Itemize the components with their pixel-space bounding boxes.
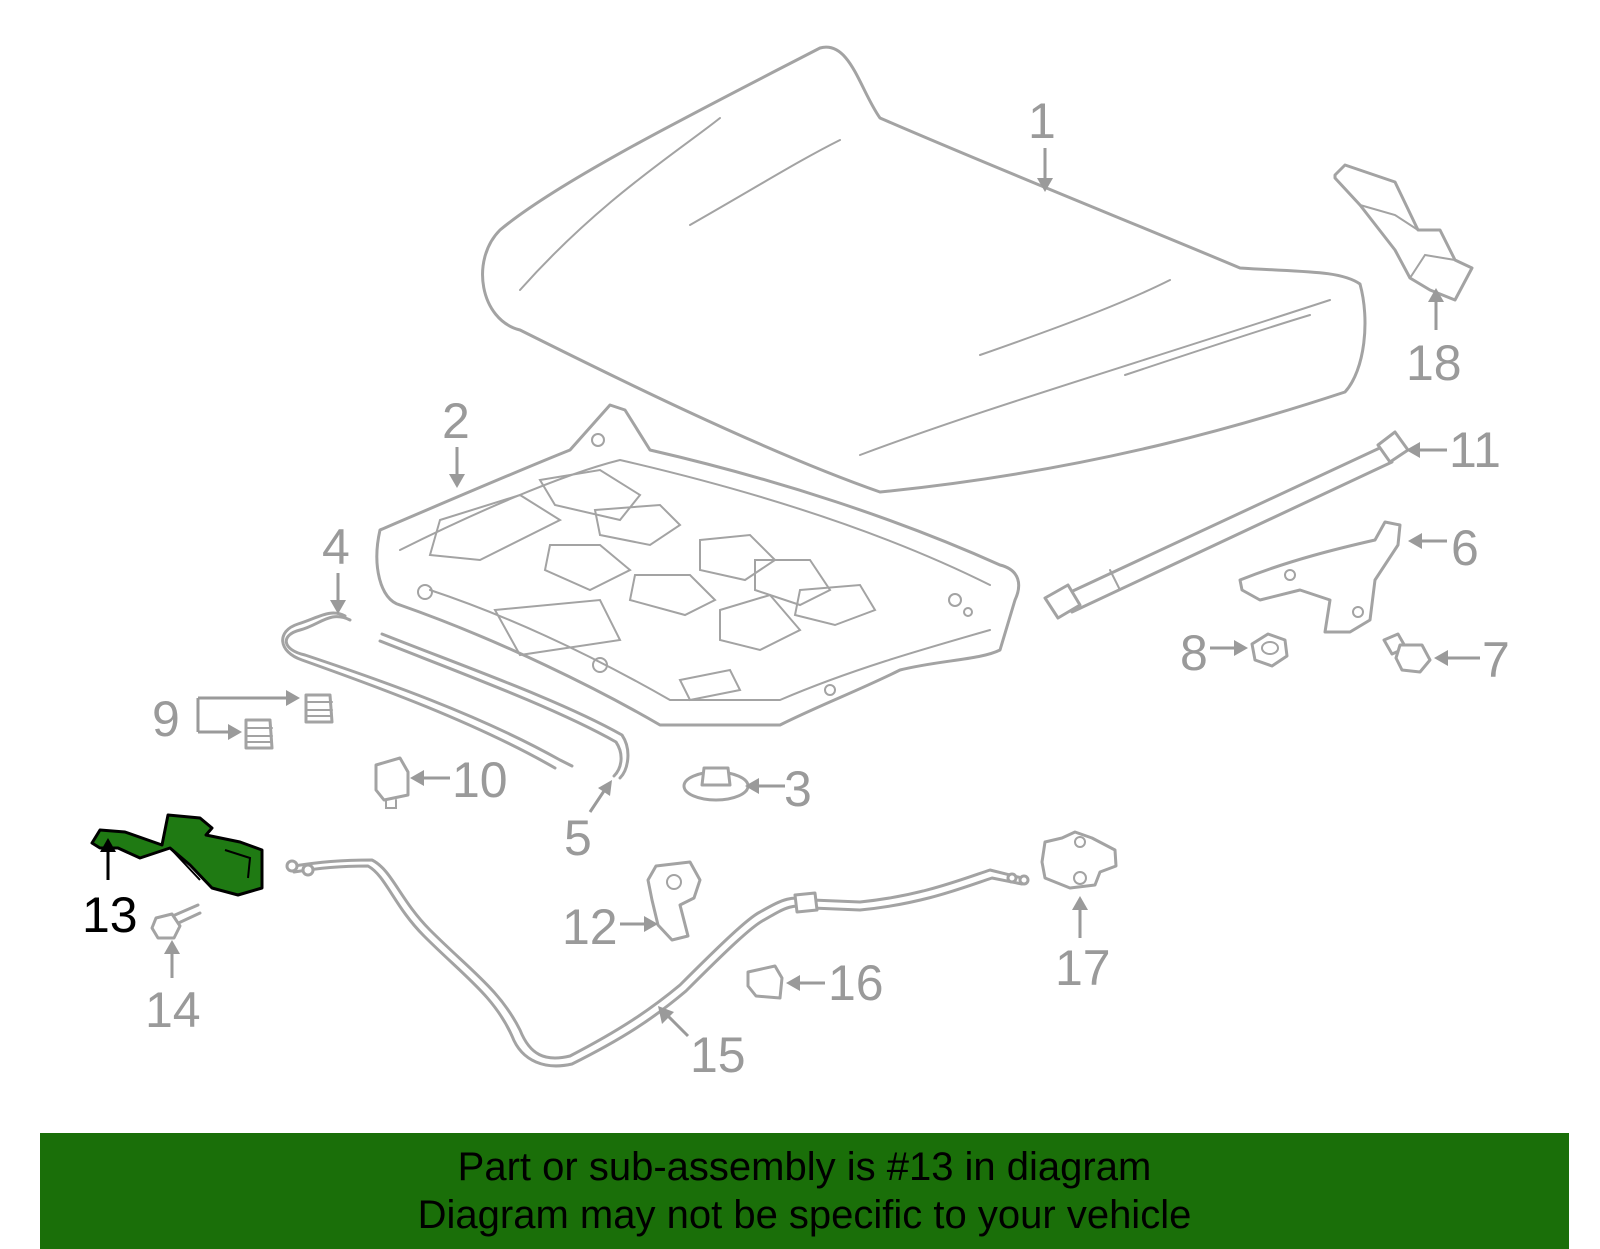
part-10-bumper bbox=[374, 756, 410, 809]
part-4-weatherstrip bbox=[281, 611, 574, 770]
callout-10: 10 bbox=[452, 752, 508, 808]
part-1-hood-panel bbox=[481, 45, 1367, 494]
part-14-bolt bbox=[150, 903, 202, 940]
part-6-hood-hinge bbox=[1238, 520, 1402, 634]
part-8-nut bbox=[1250, 632, 1289, 668]
banner-line-disclaimer: Diagram may not be specific to your vehi… bbox=[417, 1193, 1192, 1237]
part-7-bolt bbox=[1382, 632, 1432, 674]
callout-17: 17 bbox=[1055, 940, 1111, 996]
banner-line-part-number: Part or sub-assembly is #13 in diagram bbox=[457, 1145, 1152, 1189]
leader-lines bbox=[100, 148, 1480, 1038]
info-banner: Part or sub-assembly is #13 in diagram D… bbox=[40, 1133, 1569, 1249]
part-3-clip bbox=[682, 766, 750, 802]
callout-5: 5 bbox=[564, 810, 592, 866]
callout-1: 1 bbox=[1028, 93, 1056, 149]
part-12-bracket bbox=[646, 860, 702, 942]
callout-4: 4 bbox=[322, 519, 350, 575]
part-2-hood-inner-frame bbox=[375, 403, 1021, 727]
callout-9: 9 bbox=[152, 691, 180, 747]
part-15-release-cable bbox=[285, 858, 1030, 1068]
callout-15: 15 bbox=[690, 1027, 746, 1083]
callout-6: 6 bbox=[1451, 520, 1479, 576]
callout-2: 2 bbox=[442, 393, 470, 449]
callout-8: 8 bbox=[1180, 625, 1208, 681]
part-18-hinge-bracket bbox=[1333, 163, 1474, 302]
part-17-striker bbox=[1040, 830, 1118, 890]
callout-16: 16 bbox=[828, 955, 884, 1011]
callout-12: 12 bbox=[562, 899, 618, 955]
part-11-hood-strut bbox=[1043, 430, 1410, 620]
part-5-weatherstrip bbox=[378, 632, 630, 780]
callout-13[interactable]: 13 bbox=[82, 887, 138, 943]
part-16-clip bbox=[746, 964, 784, 1000]
callout-18: 18 bbox=[1406, 335, 1462, 391]
callout-14: 14 bbox=[145, 982, 201, 1038]
callout-7: 7 bbox=[1482, 632, 1510, 688]
part-13-hood-latch[interactable] bbox=[90, 813, 264, 897]
part-9-bumper-stops bbox=[244, 693, 334, 750]
callout-3: 3 bbox=[784, 761, 812, 817]
callout-11: 11 bbox=[1449, 422, 1501, 478]
